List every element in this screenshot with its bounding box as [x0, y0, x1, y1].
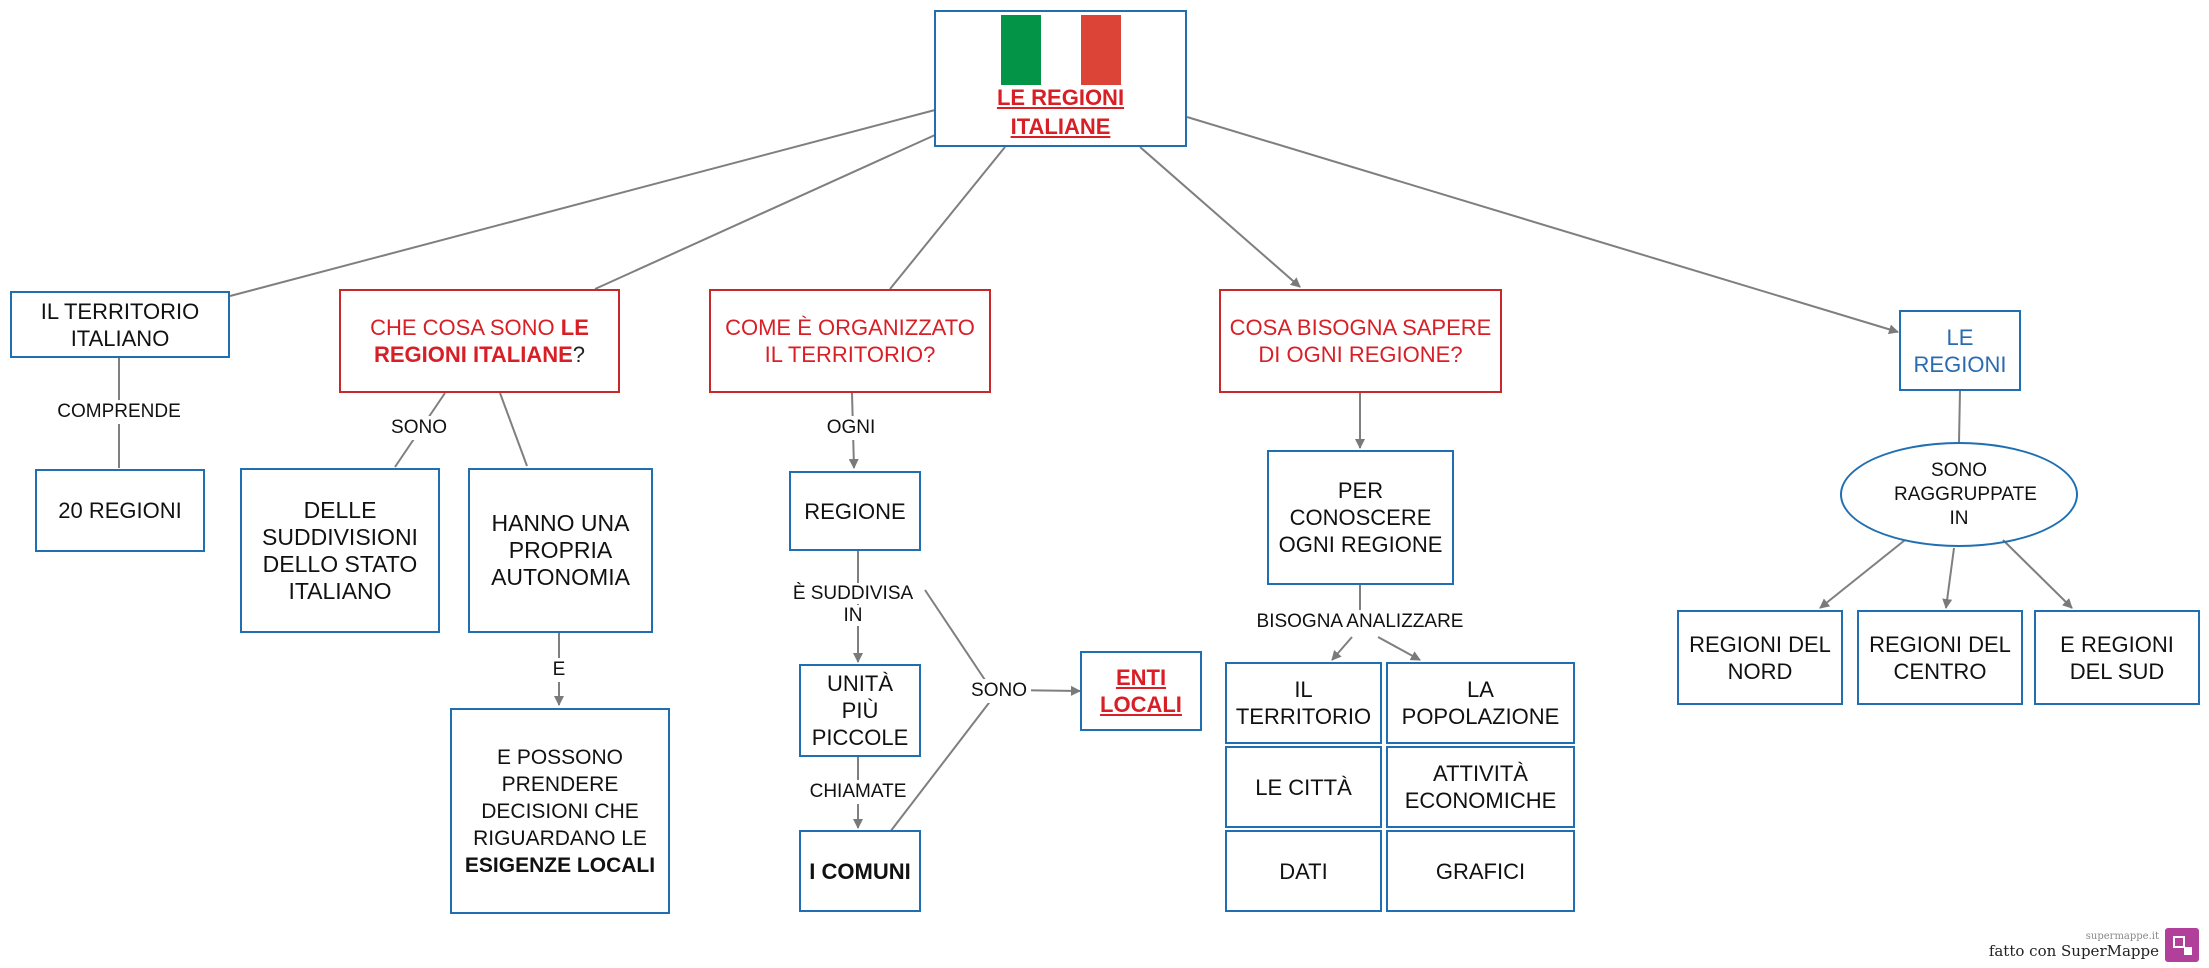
regioni-nord-node: REGIONI DEL NORD — [1677, 610, 1843, 705]
label-bisogna-analizzare: BISOGNA ANALIZZARE — [1252, 610, 1468, 634]
item-grafici-text: GRAFICI — [1435, 858, 1526, 884]
regioni-sud-text: E REGIONI DEL SUD — [2060, 631, 2174, 684]
label-comprende: COMPRENDE — [53, 400, 185, 424]
regioni-centro-node: REGIONI DEL CENTRO — [1857, 610, 2023, 705]
raggruppate-ellipse: SONO RAGGRUPPATE IN — [1840, 442, 2078, 547]
label-suddivisa: È SUDDIVISA IN — [779, 582, 927, 628]
esigenze-locali-node: E POSSONO PRENDERE DECISIONI CHE RIGUARD… — [450, 708, 670, 914]
item-citta-text: LE CITTÀ — [1255, 774, 1352, 800]
enti-locali-text: ENTI LOCALI — [1100, 665, 1182, 717]
item-territorio: IL TERRITORIO — [1225, 662, 1382, 744]
supermappe-logo-icon — [2165, 928, 2199, 962]
suddivisioni-text: DELLE SUDDIVISIONI DELLO STATO ITALIANO — [262, 496, 418, 604]
territorio-italiano-node: IL TERRITORIO ITALIANO — [10, 291, 230, 358]
comuni-text: I COMUNI — [809, 858, 911, 884]
item-attivita-economiche-text: ATTIVITÀ ECONOMICHE — [1404, 761, 1557, 813]
raggruppate-text: SONO RAGGRUPPATE IN — [1894, 459, 2037, 529]
label-suddivisa-text: È SUDDIVISA IN — [792, 583, 914, 626]
root-title: LE REGIONI ITALIANE — [996, 85, 1125, 139]
item-grafici: GRAFICI — [1386, 830, 1575, 912]
cosa-bisogna-sapere-text: COSA BISOGNA SAPERE DI OGNI REGIONE? — [1229, 315, 1492, 367]
regioni-nord-text: REGIONI DEL NORD — [1689, 631, 1831, 684]
venti-regioni-text: 20 REGIONI — [58, 498, 182, 523]
item-attivita-economiche: ATTIVITÀ ECONOMICHE — [1386, 746, 1575, 828]
root-node: LE REGIONI ITALIANE — [934, 10, 1187, 147]
item-dati: DATI — [1225, 830, 1382, 912]
label-sono-col3: SONO — [967, 679, 1031, 703]
che-cosa-sono-node: CHE COSA SONO LE REGIONI ITALIANE? — [339, 289, 620, 393]
come-organizzato-node: COME È ORGANIZZATO IL TERRITORIO? — [709, 289, 991, 393]
item-territorio-text: IL TERRITORIO — [1235, 677, 1372, 729]
autonomia-node: HANNO UNA PROPRIA AUTONOMIA — [468, 468, 653, 633]
come-organizzato-text: COME È ORGANIZZATO IL TERRITORIO? — [725, 315, 975, 367]
le-regioni-text: LE REGIONI — [1913, 324, 2007, 377]
footer-small-text: supermappe.it — [2085, 931, 2159, 942]
venti-regioni-node: 20 REGIONI — [35, 469, 205, 552]
territorio-italiano-text: IL TERRITORIO ITALIANO — [40, 298, 200, 351]
regione-text: REGIONE — [804, 498, 906, 524]
regioni-centro-text: REGIONI DEL CENTRO — [1869, 631, 2011, 684]
flag-red-stripe — [1081, 15, 1121, 85]
label-e: E — [548, 658, 570, 682]
unita-piccole-node: UNITÀ PIÙ PICCOLE — [799, 664, 921, 757]
comuni-node: I COMUNI — [799, 830, 921, 912]
che-cosa-sono-text: CHE COSA SONO LE REGIONI ITALIANE? — [370, 315, 589, 367]
label-ogni: OGNI — [822, 416, 880, 440]
regione-node: REGIONE — [789, 471, 921, 551]
label-chiamate: CHIAMATE — [805, 780, 911, 804]
autonomia-text: HANNO UNA PROPRIA AUTONOMIA — [491, 510, 630, 590]
suddivisioni-node: DELLE SUDDIVISIONI DELLO STATO ITALIANO — [240, 468, 440, 633]
le-regioni-node: LE REGIONI — [1899, 310, 2021, 391]
footer-credit: supermappe.it fatto con SuperMappe — [1989, 931, 2159, 960]
cosa-bisogna-sapere-node: COSA BISOGNA SAPERE DI OGNI REGIONE? — [1219, 289, 1502, 393]
flag-green-stripe — [1001, 15, 1041, 85]
footer-big-text: fatto con SuperMappe — [1988, 942, 2159, 960]
unita-piccole-text: UNITÀ PIÙ PICCOLE — [811, 671, 909, 750]
per-conoscere-text: PER CONOSCERE OGNI REGIONE — [1278, 478, 1443, 557]
item-dati-text: DATI — [1279, 858, 1328, 884]
regioni-sud-node: E REGIONI DEL SUD — [2034, 610, 2200, 705]
per-conoscere-node: PER CONOSCERE OGNI REGIONE — [1267, 450, 1454, 585]
item-popolazione: LA POPOLAZIONE — [1386, 662, 1575, 744]
label-sono-col2: SONO — [387, 416, 451, 440]
item-citta: LE CITTÀ — [1225, 746, 1382, 828]
item-popolazione-text: LA POPOLAZIONE — [1401, 677, 1560, 729]
enti-locali-node: ENTI LOCALI — [1080, 651, 1202, 731]
esigenze-locali-text: E POSSONO PRENDERE DECISIONI CHE RIGUARD… — [464, 745, 656, 877]
